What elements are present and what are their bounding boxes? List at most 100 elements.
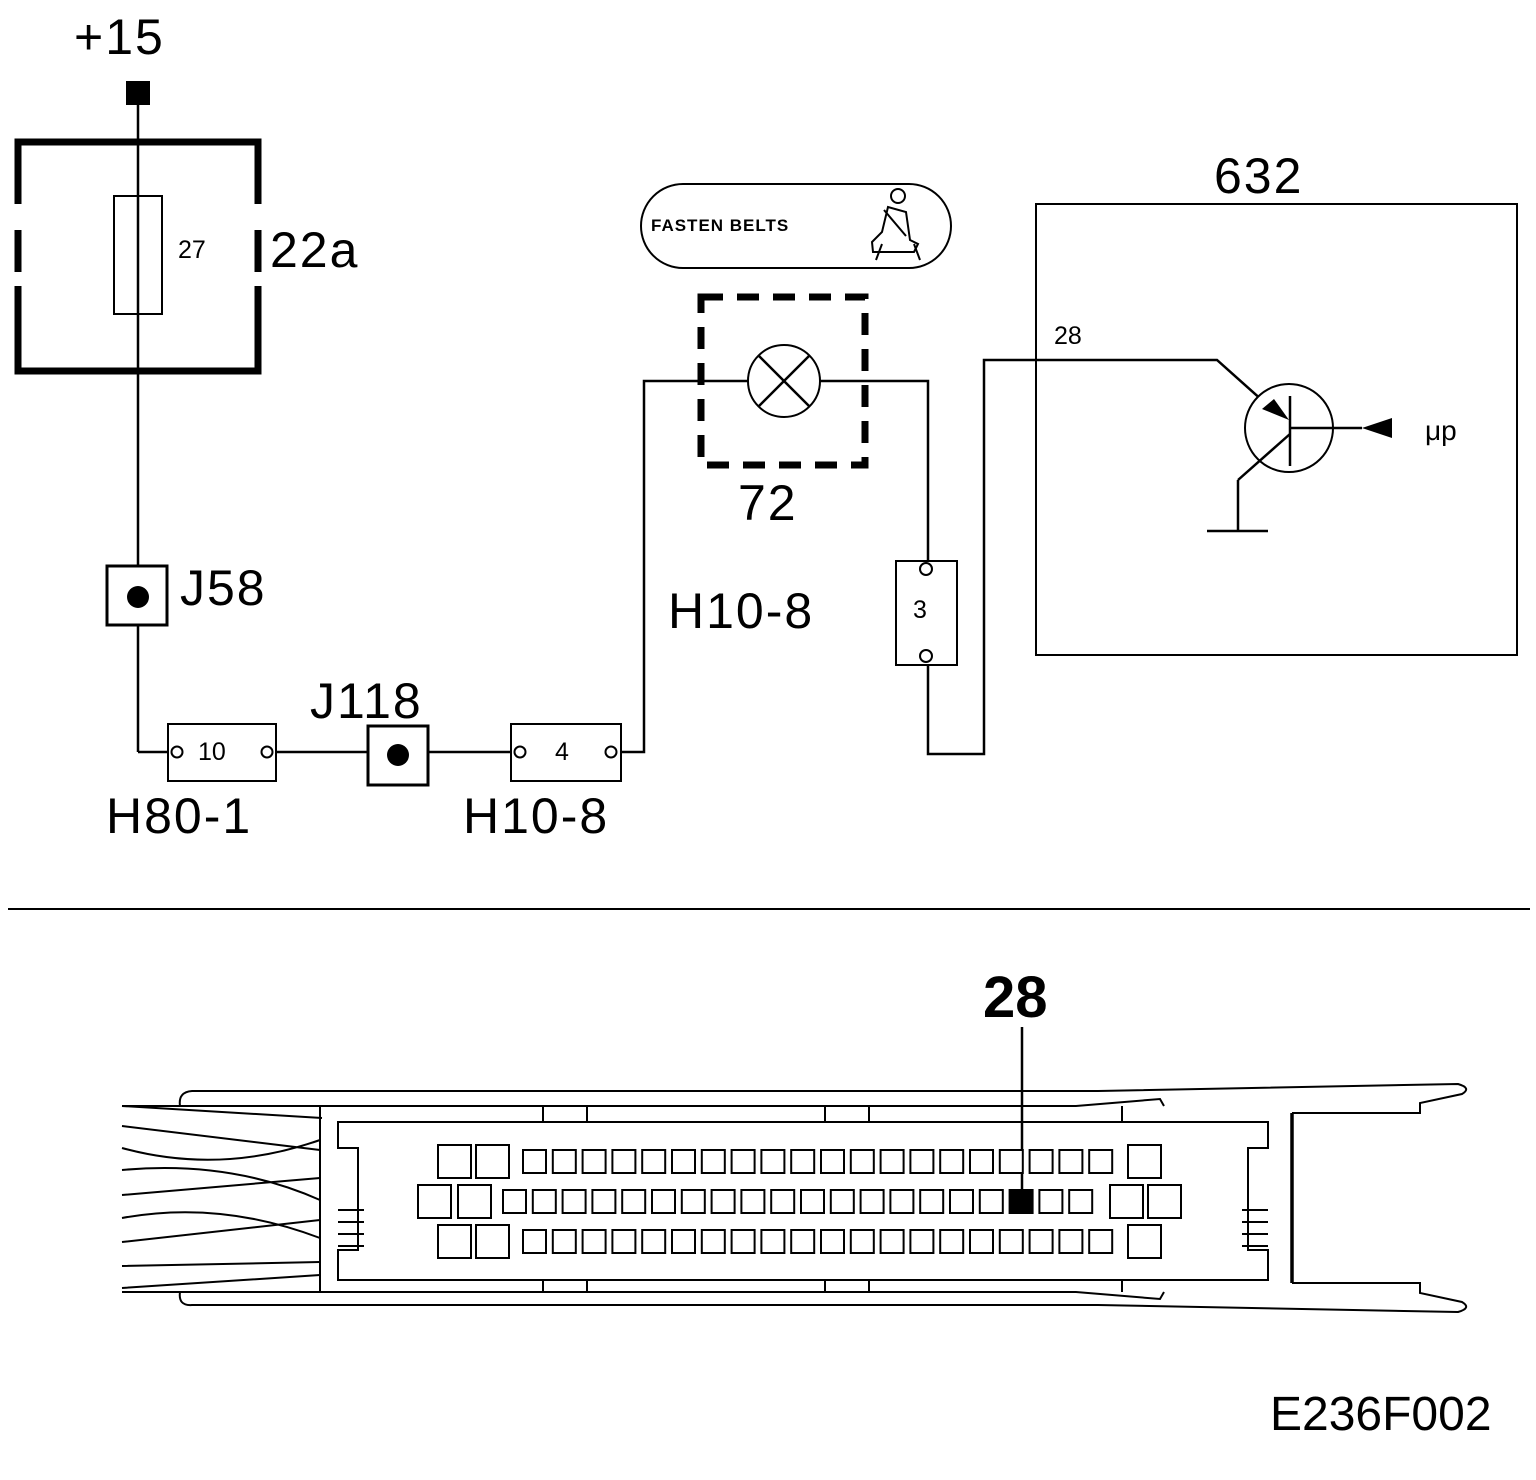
small-pin	[800, 1189, 825, 1214]
large-pin	[437, 1144, 472, 1179]
small-pin	[919, 1189, 945, 1214]
small-pin	[1068, 1189, 1094, 1214]
small-pin	[700, 1229, 726, 1254]
wire-h10-to-ecu	[926, 358, 1283, 756]
large-pin	[1147, 1184, 1182, 1219]
small-pin	[561, 1189, 587, 1214]
small-pin	[611, 1149, 637, 1174]
small-pin	[581, 1149, 607, 1174]
fuse-box-22a	[14, 138, 262, 375]
connector-h80-1-label: H80-1	[106, 788, 252, 844]
connector-h10-8-lower	[510, 723, 622, 782]
small-pin	[770, 1189, 796, 1214]
ecu-connector-drawing	[121, 1082, 1468, 1314]
small-pin	[760, 1149, 786, 1174]
connector-h80-1	[167, 723, 277, 782]
transistor-icon	[1236, 383, 1392, 531]
ecu-label: 632	[1214, 148, 1303, 204]
splice-j58-dot	[127, 586, 149, 608]
small-pin	[671, 1229, 696, 1254]
small-pin	[730, 1149, 756, 1174]
small-pin	[611, 1229, 637, 1254]
small-pin	[1028, 1149, 1054, 1174]
small-pin	[680, 1189, 706, 1214]
small-pin	[909, 1229, 935, 1254]
pinout-pin-label: 28	[983, 965, 1048, 1030]
small-pin	[531, 1189, 557, 1214]
connector-h10-8-lower-pin: 4	[555, 738, 569, 766]
small-pin	[710, 1189, 736, 1214]
connector-h10-8-lower-label: H10-8	[463, 788, 609, 844]
small-pin	[998, 1149, 1024, 1174]
wire-lamp-to-h10	[820, 379, 930, 561]
small-pin	[1058, 1229, 1084, 1254]
splice-j58-label: J58	[180, 560, 267, 616]
large-pin	[475, 1224, 510, 1259]
small-pin	[760, 1229, 786, 1254]
small-pin	[820, 1229, 845, 1254]
small-pin	[740, 1189, 766, 1214]
large-pin	[1109, 1184, 1144, 1219]
control-arrow-icon	[1362, 418, 1392, 438]
small-pin	[879, 1149, 905, 1174]
connector-pins	[417, 1144, 1182, 1259]
small-pin	[621, 1189, 647, 1214]
small-pin	[641, 1229, 667, 1254]
connector-h10-8-right	[895, 560, 958, 666]
supply-label: +15	[74, 9, 165, 65]
lamp-housing	[697, 293, 869, 469]
connector-h10-8-right-label: H10-8	[668, 583, 814, 639]
small-pin	[849, 1229, 875, 1254]
small-pin	[581, 1229, 607, 1254]
small-pin	[671, 1149, 696, 1174]
small-pin	[651, 1189, 676, 1214]
small-pin	[551, 1229, 577, 1254]
lamp-icon	[747, 344, 821, 418]
small-pin	[820, 1149, 845, 1174]
small-pin	[1028, 1229, 1054, 1254]
small-pin	[909, 1149, 935, 1174]
large-pin	[1127, 1144, 1162, 1179]
large-pin	[417, 1184, 452, 1219]
small-pin	[591, 1189, 617, 1214]
highlighted-pin	[1008, 1189, 1034, 1214]
small-pin	[939, 1229, 965, 1254]
small-pin	[1088, 1149, 1114, 1174]
small-pin	[879, 1229, 905, 1254]
seatbelt-person-icon	[870, 188, 921, 261]
small-pin	[641, 1149, 667, 1174]
fasten-belts-symbol: FASTEN BELTS	[640, 183, 952, 269]
small-pin	[502, 1189, 527, 1214]
fuse-box-label: 22a	[270, 222, 359, 278]
small-pin	[700, 1149, 726, 1174]
splice-j118-label: J118	[310, 673, 423, 729]
large-pin	[457, 1184, 492, 1219]
large-pin	[475, 1144, 510, 1179]
small-pin	[949, 1189, 974, 1214]
fuse-number: 27	[178, 236, 206, 264]
small-pin	[859, 1189, 885, 1214]
fasten-belts-text: FASTEN BELTS	[651, 216, 789, 235]
connector-h10-8-right-pin: 3	[913, 596, 927, 624]
splice-j118-dot	[387, 744, 409, 766]
small-pin	[889, 1189, 915, 1214]
large-pin	[437, 1224, 472, 1259]
small-pin	[998, 1229, 1024, 1254]
wire-h10-to-lamp	[621, 379, 748, 754]
supply-terminal	[126, 81, 150, 105]
small-pin	[939, 1149, 965, 1174]
small-pin	[1058, 1149, 1084, 1174]
small-pin	[1088, 1229, 1114, 1254]
small-pin	[829, 1189, 855, 1214]
ecu-pin-label: 28	[1054, 322, 1082, 350]
small-pin	[790, 1229, 816, 1254]
connector-h80-1-pin: 10	[198, 738, 226, 766]
lamp-label: 72	[738, 475, 798, 531]
microprocessor-label: μp	[1425, 415, 1457, 446]
small-pin	[978, 1189, 1004, 1214]
small-pin	[969, 1149, 994, 1174]
small-pin	[730, 1229, 756, 1254]
ecu-box	[1035, 203, 1518, 656]
small-pin	[969, 1229, 994, 1254]
